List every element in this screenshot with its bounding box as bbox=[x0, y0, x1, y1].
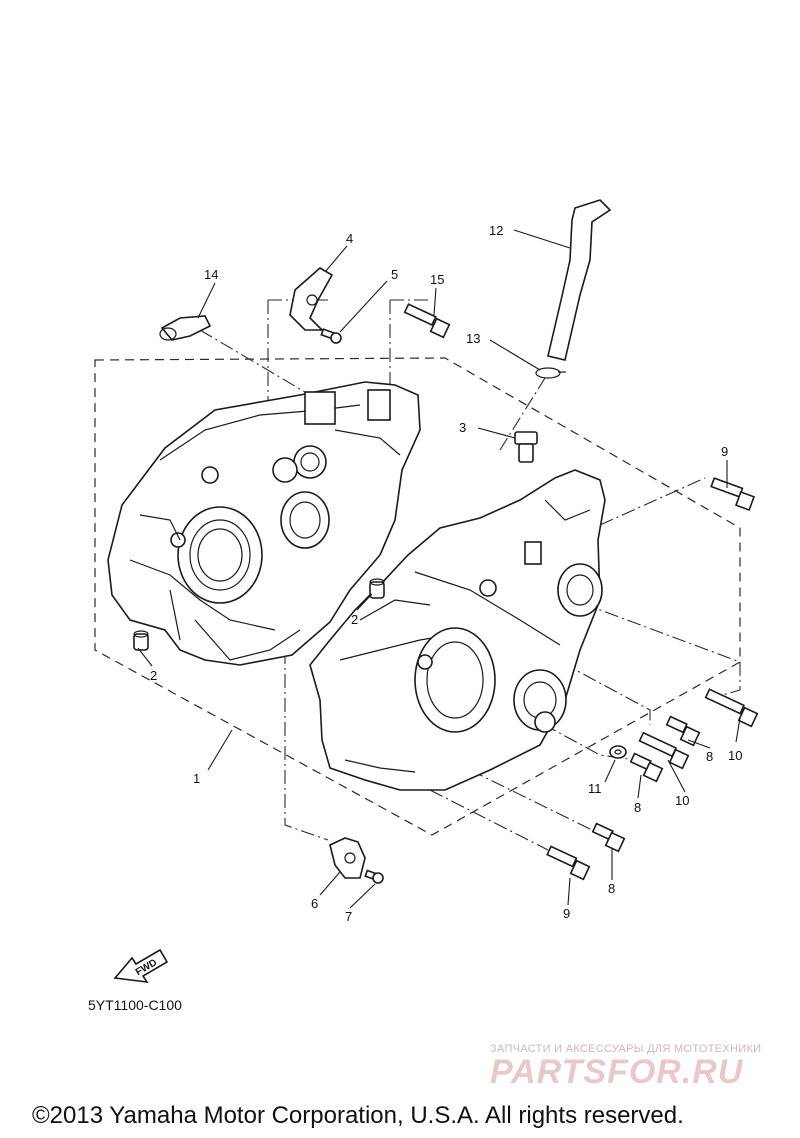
dowel-pin-upper bbox=[369, 578, 385, 599]
bolt-10-upper bbox=[704, 688, 759, 728]
left-case-bearing-bore bbox=[177, 506, 263, 604]
watermark-tagline: ЗАПЧАСТИ И АКСЕССУАРЫ ДЛЯ МОТОТЕХНИКИ bbox=[490, 1043, 762, 1055]
callout-9-upper: 9 bbox=[721, 444, 728, 459]
breather-hose bbox=[547, 199, 612, 361]
bolt-9-lower bbox=[546, 845, 591, 881]
bolt-9-upper bbox=[710, 477, 755, 511]
plate-lower bbox=[329, 837, 366, 879]
plate-upper bbox=[289, 267, 334, 331]
watermark-logo: PARTSFOR.RU bbox=[490, 1053, 744, 1091]
callout-8-upper: 8 bbox=[706, 749, 713, 764]
callout-9-lower: 9 bbox=[563, 906, 570, 921]
callout-2-lower: 2 bbox=[150, 668, 157, 683]
callout-10-lower: 10 bbox=[675, 793, 689, 808]
bolt-8-upper bbox=[665, 715, 701, 747]
fwd-arrow-icon: FWD bbox=[113, 948, 169, 984]
callout-5: 5 bbox=[391, 267, 398, 282]
assembly-boundary-dashed bbox=[94, 357, 741, 836]
callout-8-lower: 8 bbox=[608, 881, 615, 896]
bolt-8-middle bbox=[629, 752, 664, 783]
callout-8-middle: 8 bbox=[634, 800, 641, 815]
fwd-label: FWD bbox=[134, 957, 159, 978]
callout-14: 14 bbox=[204, 267, 218, 282]
crankcase-right-half bbox=[309, 469, 606, 791]
callout-15: 15 bbox=[430, 272, 444, 287]
bolt-8-lower bbox=[591, 822, 626, 853]
screw-upper bbox=[320, 328, 342, 344]
callout-3: 3 bbox=[459, 420, 466, 435]
cable-clamp bbox=[159, 315, 212, 341]
callout-labels: 1 2 2 3 4 5 6 7 8 8 8 9 9 10 10 11 12 13… bbox=[150, 223, 742, 924]
bolt-10-lower bbox=[638, 731, 690, 770]
bolt-15 bbox=[403, 303, 451, 339]
crankcase-left-half bbox=[107, 381, 421, 666]
callout-2-upper: 2 bbox=[351, 612, 358, 627]
dowel-pin-lower bbox=[133, 630, 149, 651]
callout-4: 4 bbox=[346, 231, 353, 246]
washer-11 bbox=[609, 745, 627, 759]
callout-10-upper: 10 bbox=[728, 748, 742, 763]
screw-lower bbox=[364, 869, 384, 884]
callout-7: 7 bbox=[345, 909, 352, 924]
callout-6: 6 bbox=[311, 896, 318, 911]
callout-1: 1 bbox=[193, 771, 200, 786]
breather-fitting bbox=[514, 431, 538, 463]
copyright-notice: ©2013 Yamaha Motor Corporation, U.S.A. A… bbox=[32, 1102, 684, 1129]
callout-11: 11 bbox=[588, 781, 602, 796]
callout-13: 13 bbox=[466, 331, 480, 346]
callout-12: 12 bbox=[489, 223, 503, 238]
drawing-code: 5YT1100-C100 bbox=[88, 997, 182, 1013]
hose-clip bbox=[535, 367, 566, 379]
leader-lines bbox=[137, 229, 741, 909]
